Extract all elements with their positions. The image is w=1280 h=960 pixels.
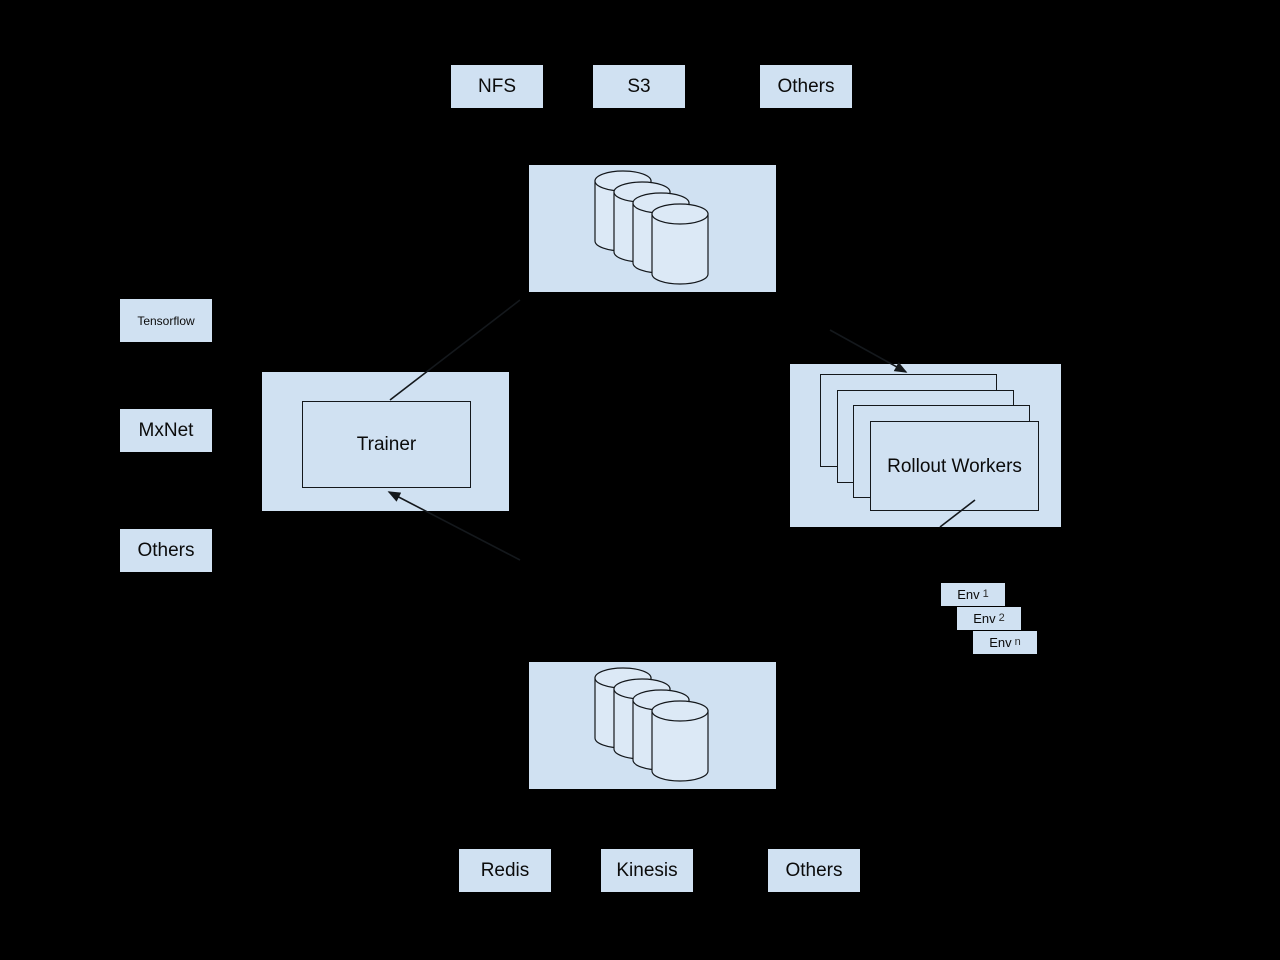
node-queue-others[interactable]: Others [768, 849, 860, 892]
node-storage-others[interactable]: Others [760, 65, 852, 108]
node-env-n-label: Env [989, 635, 1012, 650]
node-framework-others[interactable]: Others [120, 529, 212, 572]
node-env-2-label: Env [973, 611, 996, 626]
node-env-2-index: 2 [998, 612, 1005, 624]
node-kinesis[interactable]: Kinesis [601, 849, 693, 892]
node-queue-others-label: Others [785, 860, 843, 881]
node-kinesis-label: Kinesis [616, 860, 678, 881]
node-mxnet-label: MxNet [138, 420, 194, 441]
node-redis-label: Redis [480, 860, 530, 881]
node-trainer-label: Trainer [356, 434, 417, 455]
node-nfs-label: NFS [478, 76, 516, 97]
node-s3-label: S3 [627, 76, 651, 97]
node-env-1-index: 1 [982, 588, 989, 600]
rollout-workers-label: Rollout Workers [887, 455, 1022, 477]
node-mxnet[interactable]: MxNet [120, 409, 212, 452]
node-redis[interactable]: Redis [459, 849, 551, 892]
node-s3[interactable]: S3 [593, 65, 685, 108]
node-env-1-label: Env [957, 587, 980, 602]
node-tensorflow-label: Tensorflow [137, 313, 195, 328]
node-trainer[interactable]: Trainer [302, 401, 471, 488]
node-tensorflow[interactable]: Tensorflow [120, 299, 212, 342]
node-nfs[interactable]: NFS [451, 65, 543, 108]
datastore-bottom-panel[interactable] [529, 662, 776, 789]
rollout-worker-card-4[interactable]: Rollout Workers [870, 421, 1039, 511]
datastore-top-panel[interactable] [529, 165, 776, 292]
node-storage-others-label: Others [777, 76, 835, 97]
node-env-n-index: n [1014, 636, 1021, 648]
node-framework-others-label: Others [137, 540, 195, 561]
